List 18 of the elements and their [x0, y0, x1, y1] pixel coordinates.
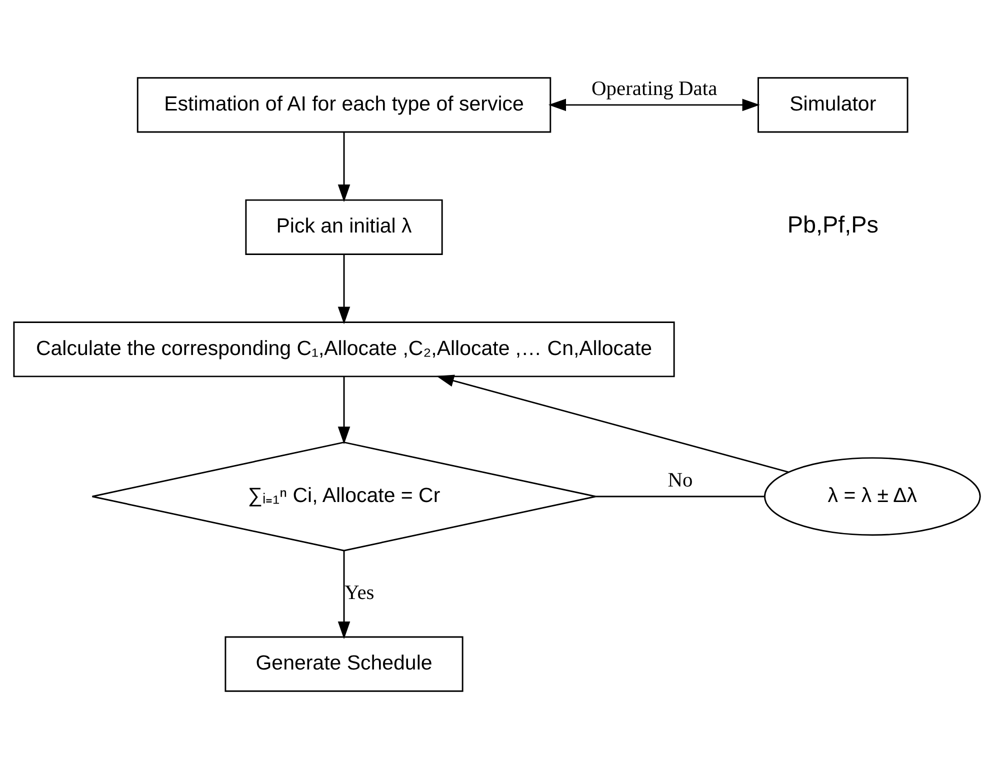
node-box: Pick an initial λ — [245, 199, 443, 255]
arrow — [338, 132, 350, 202]
node-diamond: ∑ᵢ₌₁ⁿ Ci, Allocate = Cr — [92, 442, 596, 552]
arrow — [548, 98, 760, 112]
label: Pb,Pf,Ps — [787, 212, 878, 238]
arrow — [338, 376, 350, 444]
connector — [596, 496, 764, 498]
arrow — [338, 550, 350, 640]
edge-label: Operating Data — [591, 78, 718, 100]
arrow — [436, 374, 789, 473]
edge-label: Yes — [344, 582, 374, 604]
arrow — [338, 254, 350, 324]
node-box: Estimation of AI for each type of service — [136, 77, 552, 133]
node-box: Generate Schedule — [224, 636, 464, 692]
node-box: Calculate the corresponding C₁,Allocate ,C₂,Allocate ,… Cn,Allocate — [13, 322, 675, 378]
edge-label: No — [668, 470, 693, 492]
node-ellipse: λ = λ ± Δλ — [764, 457, 981, 536]
node-box: Simulator — [758, 77, 908, 133]
